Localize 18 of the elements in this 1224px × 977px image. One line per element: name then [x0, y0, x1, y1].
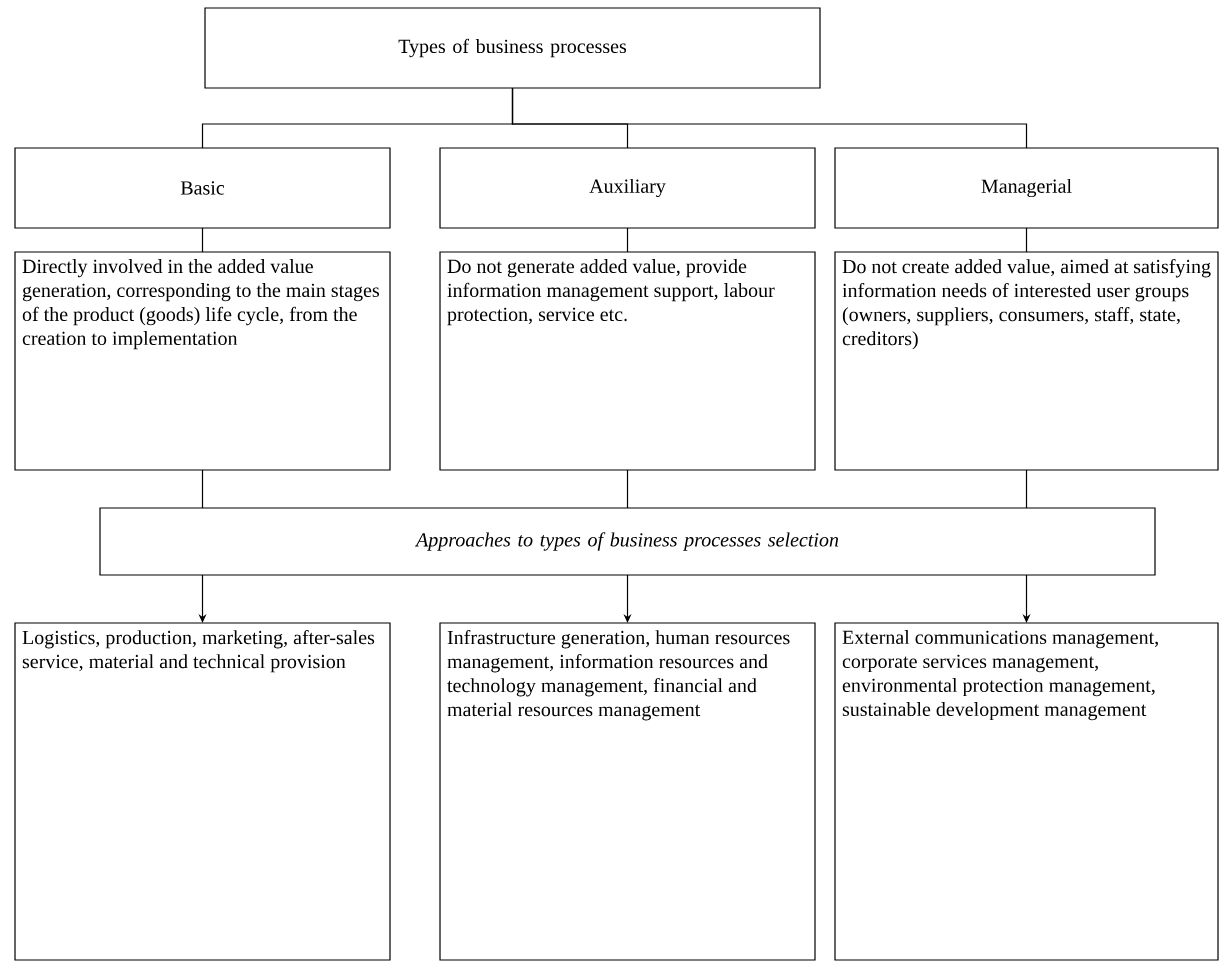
- examples-box: Infrastructure generation, human resources management, information resources and technology management, financial and material resources management: [439, 622, 816, 961]
- description-box: Do not create added value, aimed at satisfying information needs of interested user groups (owners, suppliers, consumers, staff, state, creditors): [834, 251, 1219, 471]
- category-box: Managerial: [834, 147, 1219, 229]
- description-box: Do not generate added value, provide information management support, labour protection, service etc.: [439, 251, 816, 471]
- category-box: Basic: [14, 147, 391, 229]
- examples-box: Logistics, production, marketing, after-sales service, material and technical provision: [14, 622, 391, 961]
- description-box: Directly involved in the added value generation, corresponding to the main stages of the product (goods) life cycle, from the creation to implementation: [14, 251, 391, 471]
- approaches-box: Approaches to types of business processes selection: [99, 507, 1156, 576]
- connector: [201, 227, 204, 253]
- connector: [511, 87, 1028, 149]
- connector: [626, 227, 629, 253]
- connector: [201, 469, 204, 509]
- connector: [1025, 469, 1028, 509]
- connector: [626, 469, 629, 509]
- title-box: Types of business processes: [204, 7, 821, 89]
- category-box: Auxiliary: [439, 147, 816, 229]
- connector: [1025, 227, 1028, 253]
- examples-box: External communications management, corporate services management, environmental protection management, sustainable development management: [834, 622, 1219, 961]
